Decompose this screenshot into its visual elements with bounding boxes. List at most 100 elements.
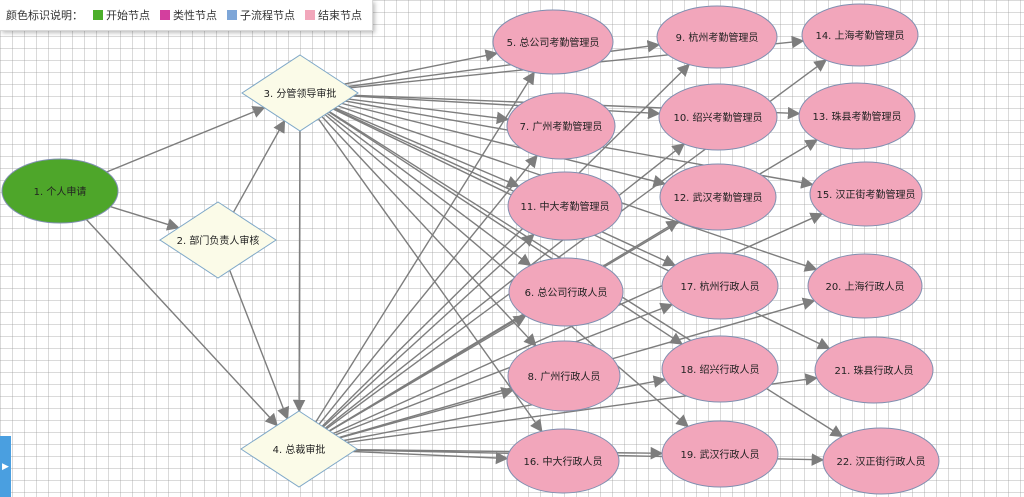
node-n15[interactable]: 15. 汉正街考勤管理员 [809,161,923,227]
node-label: 21. 珠县行政人员 [834,364,913,377]
end-node-shape [506,428,620,494]
node-n8[interactable]: 8. 广州行政人员 [507,340,621,412]
edge-n1-to-n3[interactable] [106,106,266,173]
legend-item-end: 结束节点 [305,7,362,23]
node-label: 20. 上海行政人员 [825,280,904,293]
node-n13[interactable]: 13. 珠县考勤管理员 [798,82,916,150]
node-n1[interactable]: 1. 个人申请 [1,158,119,224]
end-node-shape [807,253,923,319]
end-node-shape [507,171,623,241]
edge-n4-to-n17[interactable] [335,302,674,436]
node-label: 10. 绍兴考勤管理员 [673,111,762,124]
node-label: 9. 杭州考勤管理员 [676,31,759,44]
node-n17[interactable]: 17. 杭州行政人员 [661,252,779,320]
edge-n3-to-n18[interactable] [328,111,684,345]
edge-n3-to-n6[interactable] [326,112,532,267]
node-label: 3. 分管领导审批 [264,87,337,100]
node-n16[interactable]: 16. 中大行政人员 [506,428,620,494]
node-label: 2. 部门负责人审核 [177,234,260,247]
legend-swatch-start [93,10,103,20]
end-node-shape [661,252,779,320]
legend-swatch-subprocess [227,10,237,20]
legend-item-subprocess: 子流程节点 [227,7,295,23]
node-label: 19. 武汉行政人员 [680,448,759,461]
edge-n4-to-n10[interactable] [324,143,685,429]
node-label: 4. 总裁审批 [273,443,326,456]
node-n9[interactable]: 9. 杭州考勤管理员 [656,5,778,69]
legend-label-end: 结束节点 [318,9,362,22]
edge-n2-to-n4[interactable] [229,270,290,420]
node-n2[interactable]: 2. 部门负责人审核 [159,201,277,279]
edge-n4-to-n9[interactable] [321,63,690,427]
edge-n4-to-n5[interactable] [315,71,535,423]
legend-item-class: 类性节点 [160,7,217,23]
legend-title: 颜色标识说明： [6,9,83,22]
node-label: 17. 杭州行政人员 [680,280,759,293]
edge-n3-to-n5[interactable] [344,49,499,85]
expand-panel-tab[interactable]: ▶ [0,436,11,497]
edge-n4-to-n7[interactable] [318,154,538,425]
node-label: 5. 总公司考勤管理员 [507,36,600,49]
node-n18[interactable]: 18. 绍兴行政人员 [661,335,779,403]
end-node-shape [661,420,779,488]
node-label: 15. 汉正街考勤管理员 [816,188,915,201]
node-label: 13. 珠县考勤管理员 [812,110,901,123]
node-n12[interactable]: 12. 武汉考勤管理员 [659,163,777,231]
legend-swatch-end [305,10,315,20]
edge-n4-to-n11[interactable] [322,233,535,428]
end-node-shape [492,9,614,75]
node-n19[interactable]: 19. 武汉行政人员 [661,420,779,488]
edge-n4-to-n8[interactable] [339,387,515,439]
node-label: 8. 广州行政人员 [528,370,601,383]
end-node-shape [506,92,616,160]
end-node-shape [661,335,779,403]
legend-item-start: 开始节点 [93,7,150,23]
node-n11[interactable]: 11. 中大考勤管理员 [507,171,623,241]
legend-swatch-class [160,10,170,20]
node-label: 16. 中大行政人员 [523,455,602,468]
node-n3[interactable]: 3. 分管领导审批 [241,54,359,132]
edge-n3-to-n7[interactable] [348,98,510,125]
end-node-shape [508,257,624,327]
end-node-shape [801,3,919,67]
edge-n3-to-n12[interactable] [341,102,667,188]
node-label: 6. 总公司行政人员 [525,286,608,299]
node-n20[interactable]: 20. 上海行政人员 [807,253,923,319]
edge-n3-to-n11[interactable] [334,107,520,188]
node-n21[interactable]: 21. 珠县行政人员 [814,336,934,404]
edge-n3-to-n8[interactable] [321,116,537,347]
decision-shape [241,54,359,132]
chevron-right-icon: ▶ [2,461,9,472]
edge-n4-to-n16[interactable] [353,450,509,465]
edge-n3-to-n19[interactable] [324,114,689,428]
edge-n3-to-n16[interactable] [317,118,543,433]
legend-label-subprocess: 子流程节点 [240,9,295,22]
node-label: 7. 广州考勤管理员 [520,120,603,133]
end-node-shape [658,83,778,151]
end-node-shape [507,340,621,412]
end-node-shape [656,5,778,69]
node-n10[interactable]: 10. 绍兴考勤管理员 [658,83,778,151]
edge-n1-to-n2[interactable] [110,206,180,231]
node-layer: 1. 个人申请 2. 部门负责人审核 3. 分管领导审批 4. 总裁审批 5. 总公司考… [1,3,940,495]
node-n6[interactable]: 6. 总公司行政人员 [508,257,624,327]
node-n7[interactable]: 7. 广州考勤管理员 [506,92,616,160]
node-label: 18. 绍兴行政人员 [680,363,759,376]
edge-n3-to-n17[interactable] [333,108,677,267]
node-label: 12. 武汉考勤管理员 [673,191,762,204]
edge-n1-to-n4[interactable] [85,219,278,427]
edge-n3-to-n4[interactable] [292,130,306,413]
node-n22[interactable]: 22. 汉正街行政人员 [822,427,940,495]
node-n5[interactable]: 5. 总公司考勤管理员 [492,9,614,75]
node-n14[interactable]: 14. 上海考勤管理员 [801,3,919,67]
edge-n2-to-n3[interactable] [232,119,286,213]
node-n4[interactable]: 4. 总裁审批 [240,410,358,488]
end-node-shape [809,161,923,227]
legend-label-class: 类性节点 [173,9,217,22]
end-node-shape [814,336,934,404]
decision-shape [240,410,358,488]
node-label: 22. 汉正街行政人员 [836,455,925,468]
node-label: 14. 上海考勤管理员 [815,29,904,42]
legend-label-start: 开始节点 [106,9,150,22]
